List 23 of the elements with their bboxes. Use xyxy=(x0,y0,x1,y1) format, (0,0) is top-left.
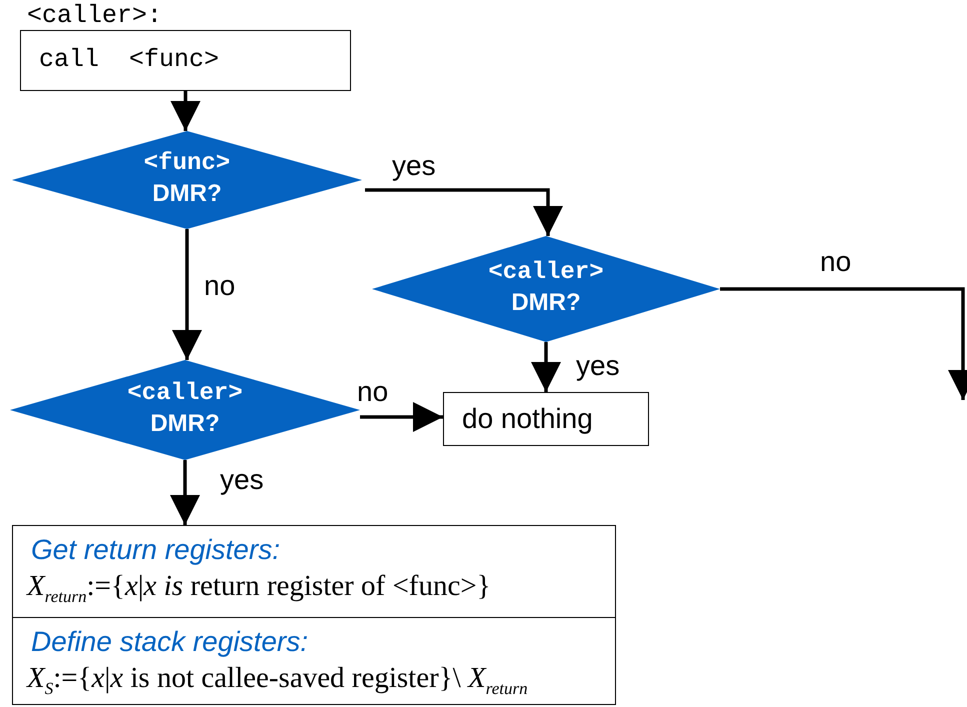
section-heading: Get return registers: xyxy=(31,534,280,566)
arrow xyxy=(360,402,443,432)
process-box xyxy=(12,617,616,705)
decision-label: DMR? xyxy=(149,410,221,438)
arrow xyxy=(170,91,200,131)
arrow xyxy=(531,342,561,392)
formula: X$_{return}$:={x|x is return register of <func>} xyxy=(27,570,491,607)
arrow xyxy=(172,229,202,360)
decision-label: DMR? xyxy=(510,289,582,317)
process-label: do nothing xyxy=(462,403,593,435)
arrow xyxy=(720,287,967,400)
decision-label: <caller> xyxy=(126,380,244,407)
decision-label: <func> xyxy=(142,150,232,177)
process-box xyxy=(12,525,616,618)
arrow xyxy=(365,188,563,236)
decision-label: <caller> xyxy=(487,259,605,286)
decision-label: DMR? xyxy=(151,180,223,208)
process-box xyxy=(443,392,649,446)
caller-label: <caller>: xyxy=(27,1,162,30)
section-heading: Define stack registers: xyxy=(31,626,308,658)
code-text: call <func> xyxy=(39,45,220,74)
arrow xyxy=(170,460,200,525)
formula: X$_{S}$:={x|x is not callee-saved register}\ X$_{return}$ xyxy=(27,662,528,699)
